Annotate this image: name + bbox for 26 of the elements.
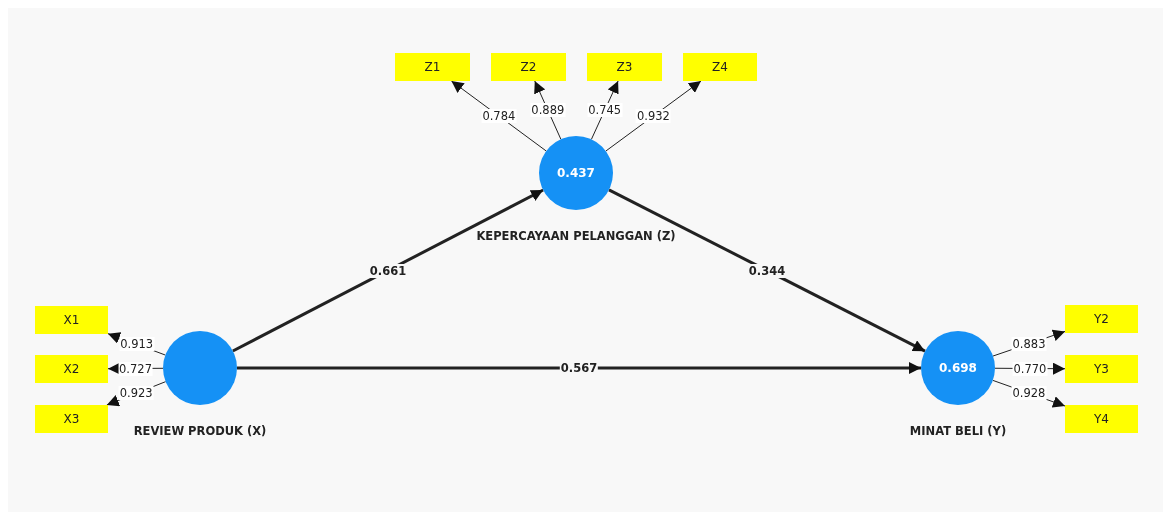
edge-label: 0.923 (118, 386, 154, 401)
indicator-box: Z2 (491, 53, 566, 81)
edge-label: 0.567 (559, 361, 599, 375)
indicator-box: Y3 (1065, 355, 1138, 383)
edge-label: 0.928 (1011, 386, 1047, 401)
indicator-box: Z3 (587, 53, 662, 81)
edge-label: 0.913 (119, 337, 155, 352)
construct-name: KEPERCAYAAN PELANGGAN (Z) (476, 229, 676, 243)
edge-label: 0.745 (587, 103, 623, 118)
indicator-box: X3 (35, 405, 108, 433)
path-arrow (608, 188, 926, 353)
indicator-box: Z1 (395, 53, 470, 81)
edge-label: 0.784 (481, 109, 517, 123)
construct-name: REVIEW PRODUK (X) (133, 424, 267, 438)
construct-name: MINAT BELI (Y) (909, 424, 1007, 438)
path-arrow (237, 362, 921, 374)
indicator-box: Y2 (1065, 305, 1138, 333)
edge-label: 0.932 (635, 109, 671, 124)
path-arrow (232, 188, 544, 353)
indicator-box: X1 (35, 306, 108, 334)
indicator-box: Z4 (683, 53, 757, 81)
indicator-box: X2 (35, 355, 108, 383)
edge-label: 0.889 (530, 103, 566, 118)
r-squared-value: 0.437 (557, 166, 595, 180)
r-squared-value: 0.698 (939, 361, 977, 375)
indicator-box: Y4 (1065, 405, 1138, 433)
